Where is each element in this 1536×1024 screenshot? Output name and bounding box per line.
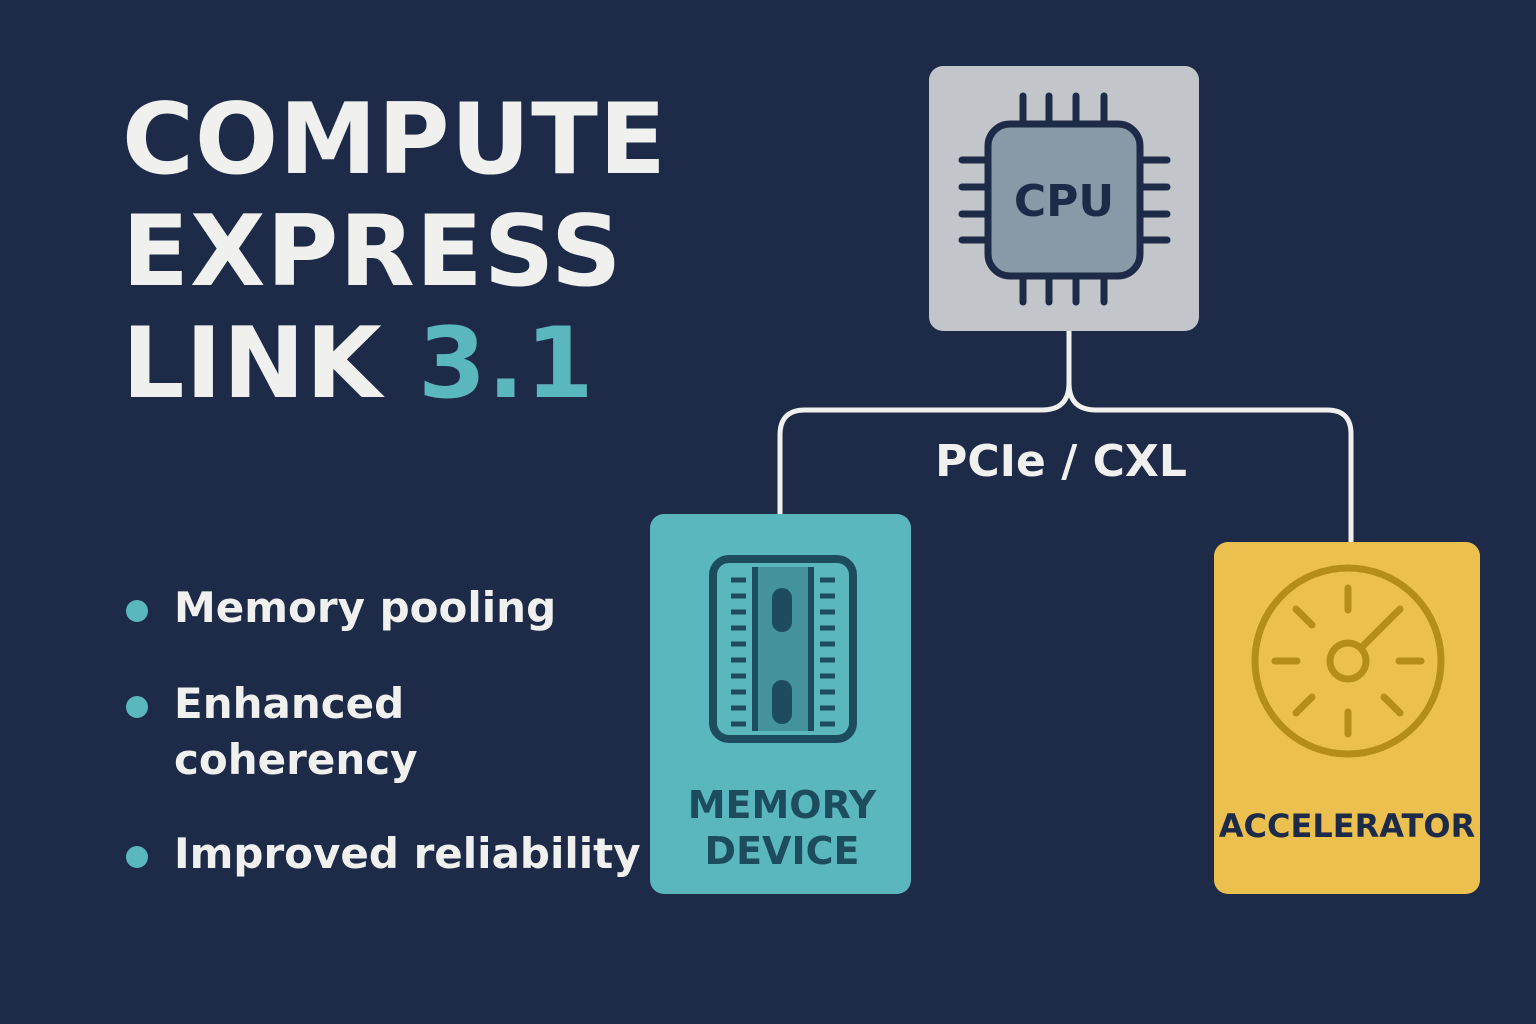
cpu-chip-icon [958, 92, 1171, 306]
cpu-node: CPU [929, 66, 1199, 331]
memory-device-node: MEMORY DEVICE [650, 514, 911, 894]
bus-connector [777, 327, 1354, 546]
feature-text: coherency [174, 735, 418, 784]
feature-text: Enhanced [174, 679, 405, 728]
cpu-label: CPU [1014, 176, 1114, 227]
title-line-2: EXPRESS [122, 195, 623, 309]
accelerator-node: ACCELERATOR [1214, 542, 1480, 894]
bullet-dot-icon [126, 696, 148, 718]
accelerator-label: ACCELERATOR [1219, 807, 1475, 845]
memory-label-line1: MEMORY [688, 783, 877, 827]
speedometer-gauge-icon [1251, 564, 1445, 758]
title-line-3-prefix: LINK [122, 307, 383, 421]
feature-text: Memory pooling [174, 583, 557, 632]
title-line-1: COMPUTE [122, 83, 667, 197]
feature-text: Improved reliability [174, 829, 641, 878]
memory-label-line2: DEVICE [705, 829, 860, 873]
memory-module-icon [709, 555, 857, 743]
page-title: COMPUTE EXPRESS LINK 3.1 [122, 84, 667, 420]
title-version: 3.1 [418, 307, 595, 421]
title-line-3: LINK 3.1 [122, 308, 667, 420]
bus-label: PCIe / CXL [935, 436, 1187, 487]
bullet-dot-icon [126, 600, 148, 622]
bullet-dot-icon [126, 846, 148, 868]
